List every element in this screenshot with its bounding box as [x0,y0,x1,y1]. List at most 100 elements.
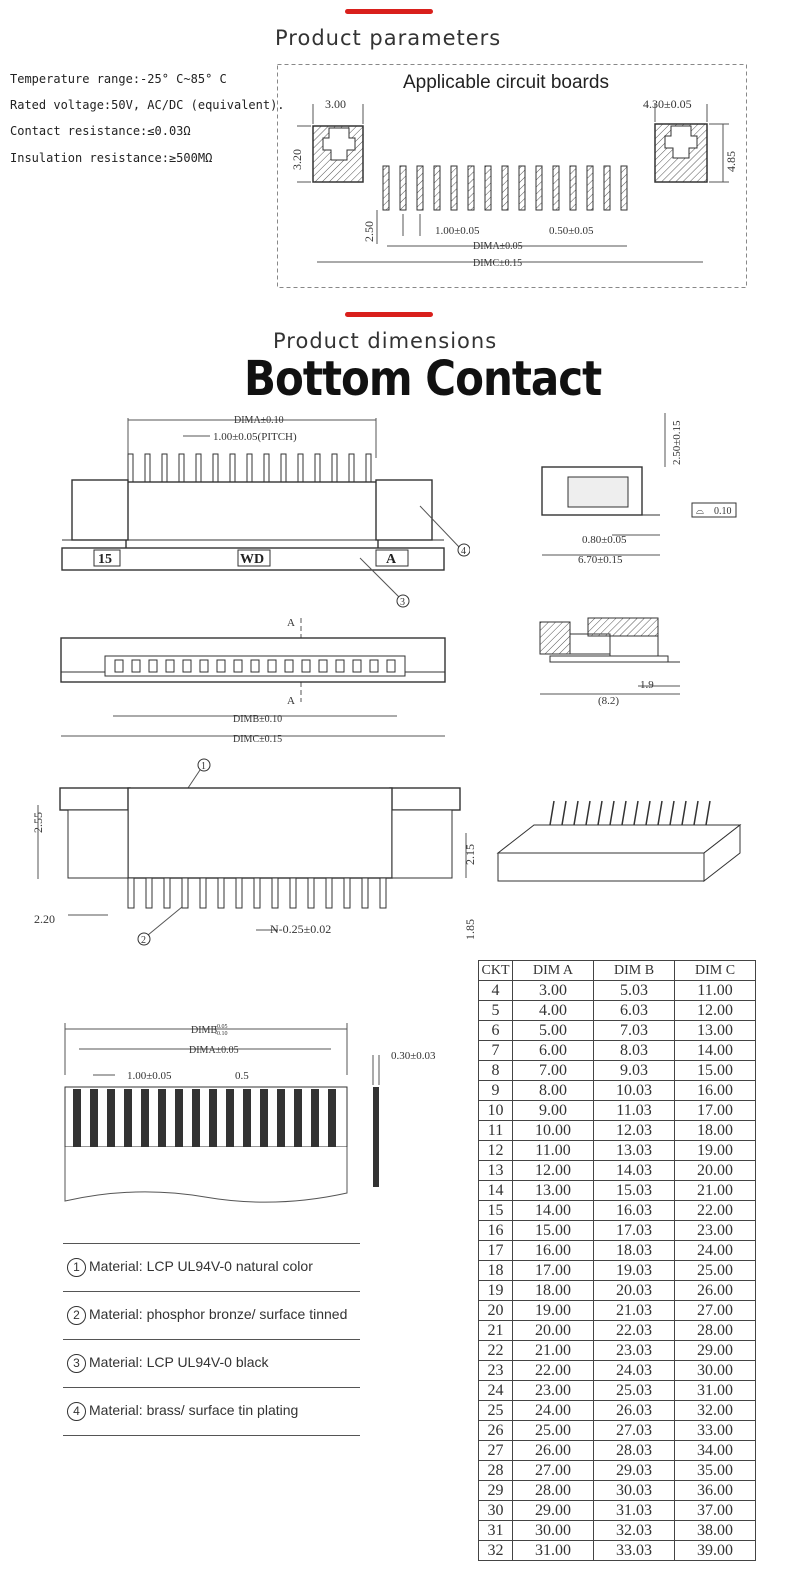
bottom-d220: 2.20 [34,912,55,926]
dim-a-cell: 23.00 [512,1380,594,1401]
dim-a-cell: 15.00 [512,1220,594,1241]
dim-pitch: 1.00±0.05 [435,225,480,237]
front-callout-4: 4 [461,546,466,557]
dim-b-cell: 33.03 [593,1540,675,1561]
section-d2: (8.2) [598,695,619,707]
top-view-drawing: A A DIMB±0.10 DIMC±0.15 [60,617,446,745]
param-voltage: Rated voltage:50V, AC/DC (equivalent). [10,98,285,112]
ckt-cell: 16 [478,1220,513,1241]
dim-b-cell: 11.03 [593,1100,675,1121]
dim-b-cell: 28.03 [593,1440,675,1461]
section-title-dimensions: Product dimensions [273,329,498,353]
ckt-header-dim-b: DIM B [593,960,675,981]
dim-left-height: 3.20 [290,149,304,170]
dim-a-cell: 12.00 [512,1160,594,1181]
dim-right-width: 4.30±0.05 [643,97,692,111]
dim-a-cell: 24.00 [512,1400,594,1421]
dim-a-cell: 11.00 [512,1140,594,1161]
ckt-cell: 31 [478,1520,513,1541]
dim-c-cell: 33.00 [674,1420,756,1441]
dim-c-cell: 26.00 [674,1280,756,1301]
ckt-cell: 13 [478,1160,513,1181]
ckt-cell: 9 [478,1080,513,1101]
dim-c-cell: 25.00 [674,1260,756,1281]
board-title: Applicable circuit boards [403,72,609,93]
dim-left-width: 3.00 [325,97,346,111]
fpc-width: 0.5 [235,1070,249,1082]
dim-b-cell: 22.03 [593,1320,675,1341]
dim-b-cell: 21.03 [593,1300,675,1321]
dim-a-cell: 6.00 [512,1040,594,1061]
ckt-cell: 30 [478,1500,513,1521]
dim-a-cell: 17.00 [512,1260,594,1281]
dim-c-cell: 39.00 [674,1540,756,1561]
dim-pad-width: 0.50±0.05 [549,225,594,237]
dim-c-cell: 23.00 [674,1220,756,1241]
dim-b-cell: 8.03 [593,1040,675,1061]
material-text-2: Material: phosphor bronze/ surface tinne… [89,1306,348,1323]
dim-c-cell: 28.00 [674,1320,756,1341]
dim-b-cell: 19.03 [593,1260,675,1281]
dim-c-cell: 18.00 [674,1120,756,1141]
dim-b-cell: 32.03 [593,1520,675,1541]
dim-b-cell: 29.03 [593,1460,675,1481]
side-d1: 0.80±0.05 [582,534,627,546]
param-contact-resistance: Contact resistance:≤0.03Ω [10,124,191,138]
dim-b-cell: 17.03 [593,1220,675,1241]
dim-b-cell: 30.03 [593,1480,675,1501]
ckt-cell: 27 [478,1440,513,1461]
bottom-pin-width: N-0.25±0.02 [270,922,331,936]
dim-b-cell: 24.03 [593,1360,675,1381]
bottom-callout-1: 1 [201,761,206,772]
svg-text:⌓: ⌓ [696,506,704,517]
pcb-footprint-drawing: Applicable circuit boards 3.00 3.20 4.30… [277,64,747,288]
dim-a-cell: 8.00 [512,1080,594,1101]
dim-b-cell: 12.03 [593,1120,675,1141]
material-number-3: 3 [67,1354,86,1373]
top-dim-b: DIMB±0.10 [233,714,282,725]
top-section-mark-a-top: A [287,617,295,629]
dim-b-cell: 26.03 [593,1400,675,1421]
front-callout-3: 3 [400,597,405,608]
dim-b-cell: 9.03 [593,1060,675,1081]
dim-a-cell: 7.00 [512,1060,594,1081]
side-height: 2.50±0.15 [671,420,683,465]
dim-c-cell: 24.00 [674,1240,756,1261]
side-view-drawing: 2.50±0.15 0.10 ⌓ 0.80±0.05 6.70±0.15 [541,413,737,566]
ckt-cell: 12 [478,1140,513,1161]
dim-a: DIMA±0.05 [473,241,523,252]
fpc-dim-a: DIMA±0.05 [189,1045,239,1056]
dim-a-cell: 30.00 [512,1520,594,1541]
material-text-1: Material: LCP UL94V-0 natural color [89,1258,313,1275]
dim-c-cell: 22.00 [674,1200,756,1221]
top-section-mark-a-bottom: A [287,695,295,707]
material-number-4: 4 [67,1402,86,1421]
dim-a-cell: 25.00 [512,1420,594,1441]
dim-c-cell: 12.00 [674,1000,756,1021]
ckt-cell: 18 [478,1260,513,1281]
front-pitch: 1.00±0.05(PITCH) [213,431,297,443]
ckt-cell: 21 [478,1320,513,1341]
dim-c-cell: 17.00 [674,1100,756,1121]
ckt-cell: 15 [478,1200,513,1221]
dim-b-cell: 13.03 [593,1140,675,1161]
dim-a-cell: 18.00 [512,1280,594,1301]
side-flatness: 0.10 [714,506,732,517]
